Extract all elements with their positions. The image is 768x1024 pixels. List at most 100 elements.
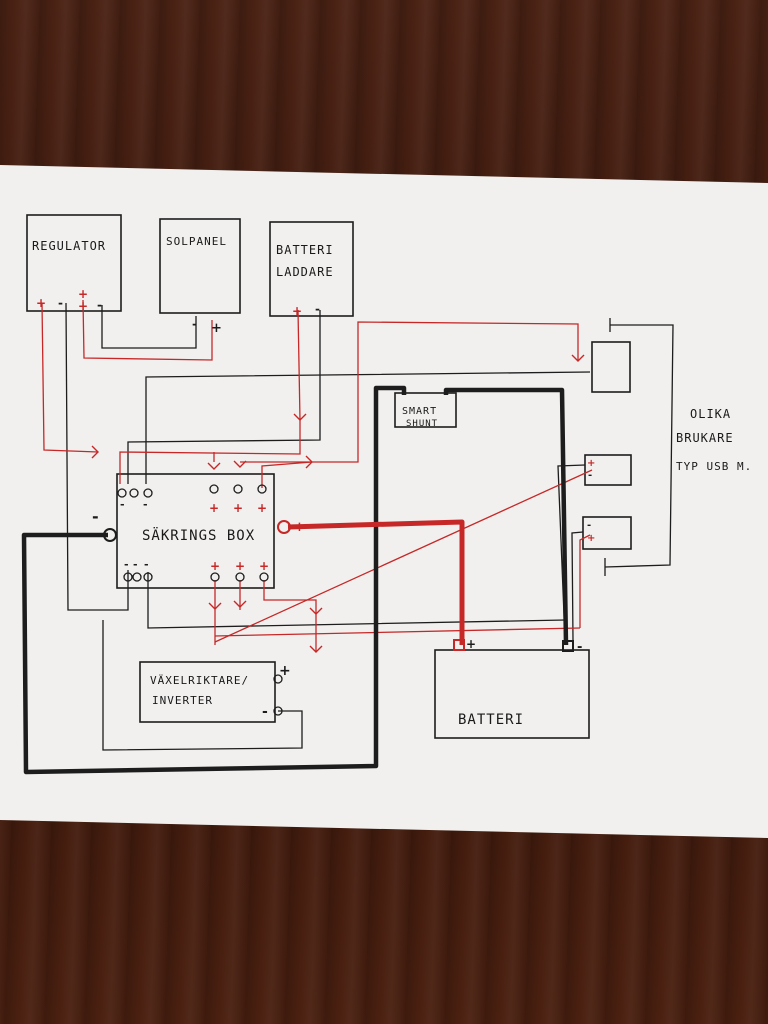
regulator-plus-3: + (78, 299, 88, 313)
arrow-1 (91, 445, 99, 459)
fuse-terminal-bottom-5 (235, 572, 245, 582)
arrow-5 (305, 455, 313, 469)
fuse-main-plus: + (294, 520, 305, 535)
load-box-2 (584, 454, 632, 486)
fuse-bottom-minus-1: - (124, 558, 129, 571)
load3-minus: - (587, 520, 591, 531)
paper-sheet (0, 165, 768, 838)
fuse-top-minus-1: - (120, 498, 125, 511)
fuse-bottom-minus-3: - (144, 558, 149, 571)
solpanel-minus: - (192, 317, 197, 331)
fuse-terminal-bottom-2 (132, 572, 142, 582)
fuse-terminal-top-6 (257, 484, 267, 494)
red-wire-fuse-out-3 (263, 580, 317, 652)
black-wire-load1-bus (145, 371, 591, 484)
fuse-top-plus-2: + (233, 501, 243, 515)
fuse-terminal-bottom-1 (123, 572, 133, 582)
red-wire-load1-feed (240, 321, 579, 463)
smart-shunt-box (394, 392, 457, 428)
arrow-4 (233, 460, 247, 468)
fuse-bottom-plus-2: + (235, 559, 245, 573)
fuse-top-minus-2: - (143, 498, 148, 511)
fuse-terminal-top-2 (129, 488, 139, 498)
fuse-terminal-bottom-3 (143, 572, 153, 582)
regulator-box (26, 214, 122, 312)
black-wire-load2 (557, 464, 586, 641)
solpanel-label: SOLPANEL (166, 235, 227, 248)
regulator-minus-2: - (97, 298, 102, 312)
loads-note-line-1: OLIKA (690, 407, 731, 421)
load2-plus: + (587, 458, 595, 469)
charger-plus: + (292, 304, 302, 318)
battery-minus-terminal (562, 640, 574, 652)
black-wire-loads-return (604, 324, 674, 568)
battery-charger-label-2: LADDARE (276, 265, 334, 279)
thick-black-cable-inverter-loop (21, 385, 407, 775)
battery-minus: - (577, 640, 582, 655)
thick-red-cable-battery-plus (287, 519, 465, 645)
black-wire-regulator-to-solpanel (101, 305, 197, 349)
arrow-6 (571, 354, 585, 362)
fuse-bottom-minus-2: - (133, 558, 138, 571)
battery-charger-label-1: BATTERI (276, 243, 334, 257)
arrow-10 (309, 645, 323, 653)
thick-black-cable-shunt-to-battery-minus (443, 387, 569, 646)
inverter-terminal-minus (273, 706, 283, 716)
arrow-3 (207, 462, 221, 470)
fuse-main-plus-terminal (277, 520, 291, 534)
red-wire-regulator-plus-2 (82, 299, 213, 361)
fuse-bottom-plus-3: + (259, 559, 269, 573)
fuse-bottom-plus-1: + (210, 559, 220, 573)
fuse-terminal-top-1 (117, 488, 127, 498)
arrow-9 (309, 607, 323, 615)
red-wire-charger-to-fuse (119, 420, 301, 484)
loads-note-line-3: TYP USB M. (676, 460, 752, 473)
loads-note-line-2: BRUKARE (676, 431, 734, 445)
red-wire-charger-plus (297, 309, 301, 421)
battery-plus: + (466, 637, 476, 651)
arrow-7 (208, 602, 222, 610)
black-wire-inverter-minus (102, 620, 303, 751)
fuse-top-plus-1: + (209, 501, 219, 515)
red-wire-load3-feed (579, 534, 591, 628)
load3-plus: + (587, 533, 595, 544)
red-wire-regulator-plus (41, 302, 99, 453)
smart-shunt-label-1: SMART (402, 406, 437, 417)
smart-shunt-label-2: SHUNT (406, 419, 438, 429)
battery-label: BATTERI (458, 712, 524, 728)
load-box-1 (591, 341, 631, 393)
inverter-minus: - (262, 704, 268, 720)
inverter-terminal-plus (273, 674, 283, 684)
arrow-8 (233, 600, 247, 608)
solpanel-box (159, 218, 241, 314)
regulator-minus: - (58, 296, 63, 310)
fuse-terminal-top-5 (233, 484, 243, 494)
black-wire-fuse-to-battery-minus (147, 572, 566, 629)
inverter-label-1: VÄXELRIKTARE/ (150, 674, 249, 687)
load2-minus: - (588, 470, 592, 481)
fuse-terminal-top-3 (143, 488, 153, 498)
regulator-plus-2: + (78, 287, 88, 301)
black-wire-load3 (571, 531, 584, 641)
load-box-3 (582, 516, 632, 550)
fuse-terminal-top-4 (209, 484, 219, 494)
fuse-terminal-bottom-6 (259, 572, 269, 582)
regulator-plus-1: + (36, 296, 46, 310)
inverter-label-2: INVERTER (152, 694, 213, 707)
red-wire-battery-bus (214, 627, 581, 637)
red-wire-fuse-top-3 (261, 461, 313, 488)
inverter-plus: + (279, 663, 291, 679)
fuse-box-label: SÄKRINGS BOX (142, 526, 255, 544)
battery-box (434, 649, 590, 739)
solpanel-plus: + (211, 321, 222, 336)
fuse-box (116, 473, 275, 589)
black-wire-regulator-minus (65, 302, 129, 611)
fuse-main-minus: - (92, 507, 99, 526)
arrow-2 (293, 413, 307, 421)
red-wire-diagonal-load2 (214, 469, 593, 643)
battery-plus-terminal (453, 639, 465, 651)
battery-charger-box (269, 221, 354, 317)
regulator-label: REGULATOR (32, 239, 106, 253)
fuse-main-minus-terminal (103, 528, 117, 542)
